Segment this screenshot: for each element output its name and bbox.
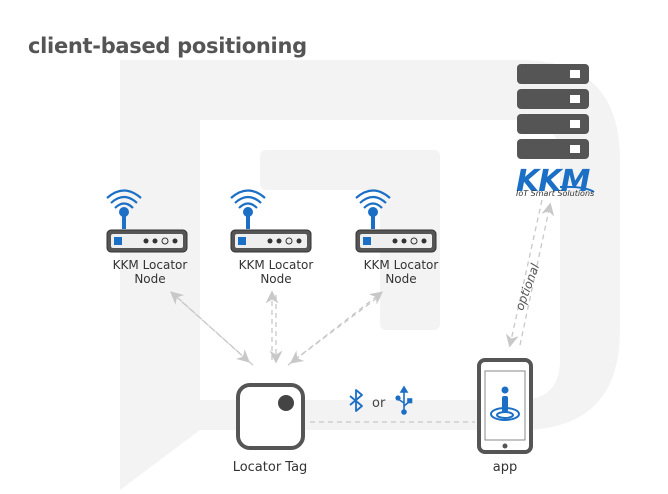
arrow-app-to-server [519,202,555,346]
page-title: client-based positioning [28,34,307,58]
locator-node-2 [230,189,312,253]
wifi-signal-icon [355,189,391,209]
brand-swoosh [559,185,595,193]
brand-tagline: IoT Smart Solutions [516,189,595,198]
locator-node-1 [106,189,188,253]
wifi-signal-icon [106,189,142,209]
phone-device [477,358,533,454]
arrow-server-to-app [505,199,543,348]
locator-node-3 [355,189,437,253]
arrow-tag-to-node3 [289,297,378,364]
locator-tag-device [236,383,305,450]
wifi-signal-icon [230,189,266,209]
server-icon [517,64,589,159]
bluetooth-icon [349,389,363,412]
signal-arrows [170,199,555,423]
arrow-tag-to-node1 [177,297,250,363]
or-label: or [372,396,386,411]
usb-icon [395,385,413,415]
app-label: app [492,460,518,475]
tag-label: Locator Tag [232,460,308,475]
location-person-icon [490,386,520,421]
brand-logo: KKM [516,164,590,199]
